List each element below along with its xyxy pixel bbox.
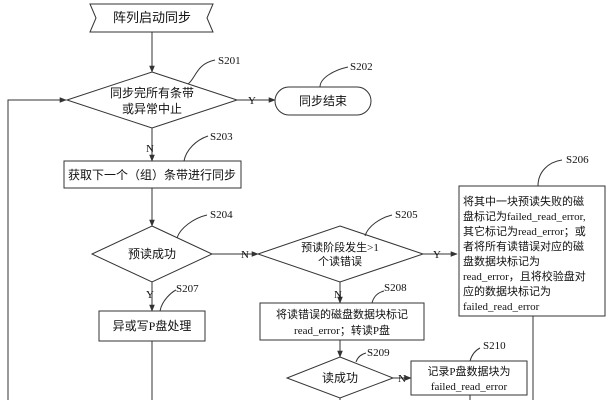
s209-step-label: S209 [367, 347, 390, 359]
s202-leader [319, 66, 349, 88]
s205-text-line1: 预读阶段发生>1 [301, 240, 379, 254]
s202-step-label: S202 [350, 61, 373, 73]
s206-text-line8: failed_read_error [463, 301, 540, 313]
edge-label-s205-no: N [334, 289, 342, 301]
s208-text-line1: 将读错误的磁盘数据块标记 [276, 307, 408, 321]
edge-label-s209-no: N [398, 373, 406, 385]
s207-leader [159, 289, 177, 312]
s207-process-shape [98, 310, 206, 342]
s204-decision-shape [90, 225, 214, 283]
s201-text-line1: 同步完所有条带 [110, 85, 194, 100]
s210-leader [469, 347, 481, 362]
s208-text-line2: read_error；转读P盘 [294, 323, 390, 337]
s202-text: 同步结束 [299, 94, 347, 108]
s201-decision-shape [65, 71, 239, 129]
s208-process-shape [259, 302, 425, 341]
edge-label-s201-yes: Y [248, 95, 256, 107]
edge-label-s205-yes: Y [433, 249, 441, 261]
s205-step-label: S205 [395, 209, 418, 221]
s202-terminal-shape [274, 86, 372, 116]
s208-leader [371, 290, 385, 304]
s203-leader [183, 135, 209, 162]
s206-text-line1: 将其中一块预读失败的磁 [463, 194, 584, 208]
s208-step-label: S208 [384, 282, 407, 294]
start-node-text: 阵列启动同步 [113, 10, 191, 25]
s204-leader [176, 214, 208, 239]
s210-step-label: S210 [483, 340, 506, 352]
s205-decision-shape [256, 225, 425, 283]
edge-loop-back [7, 97, 67, 400]
s206-text-line5: 盘数据块标记为 [463, 254, 540, 268]
s206-text-line4: 者将所有读错误对应的磁 [463, 239, 584, 253]
s204-step-label: S204 [210, 209, 233, 221]
s206-text-line7: 应的数据块标记为 [463, 284, 551, 298]
s205-leader [364, 214, 393, 237]
s203-process-shape [63, 160, 242, 189]
start-node-shape [89, 3, 214, 33]
s209-decision-shape [285, 356, 395, 399]
edge-label-s204-no: N [241, 249, 249, 261]
s207-step-label: S207 [176, 283, 199, 295]
s204-text: 预读成功 [128, 247, 176, 261]
s203-step-label: S203 [210, 131, 233, 143]
s203-text: 获取下一个（组）条带进行同步 [68, 168, 236, 182]
s201-step-label: S201 [218, 55, 241, 67]
s201-leader [187, 59, 216, 85]
s207-text: 异或写P盘处理 [113, 318, 192, 333]
s206-text-line6: read_error，且将校验盘对 [463, 269, 586, 283]
s210-text-line2: failed_read_error [431, 381, 508, 393]
s209-leader [355, 352, 367, 363]
s209-text: 读成功 [322, 371, 358, 385]
s201-text-line2: 或异常中止 [122, 101, 182, 116]
s210-process-shape [410, 360, 528, 396]
s206-text-line3: 其它标记为read_error；或 [463, 224, 586, 238]
s206-leader [537, 159, 563, 187]
s210-text-line1: 记录P盘数据块为 [427, 364, 510, 378]
edge-label-s201-no: N [146, 143, 154, 155]
s206-step-label: S206 [566, 154, 589, 166]
s206-process-shape [458, 185, 606, 317]
edge-label-s204-yes: Y [146, 289, 154, 301]
s206-text-line2: 盘标记为failed_read_error, [463, 209, 586, 223]
s205-text-line2: 个读错误 [318, 254, 362, 268]
